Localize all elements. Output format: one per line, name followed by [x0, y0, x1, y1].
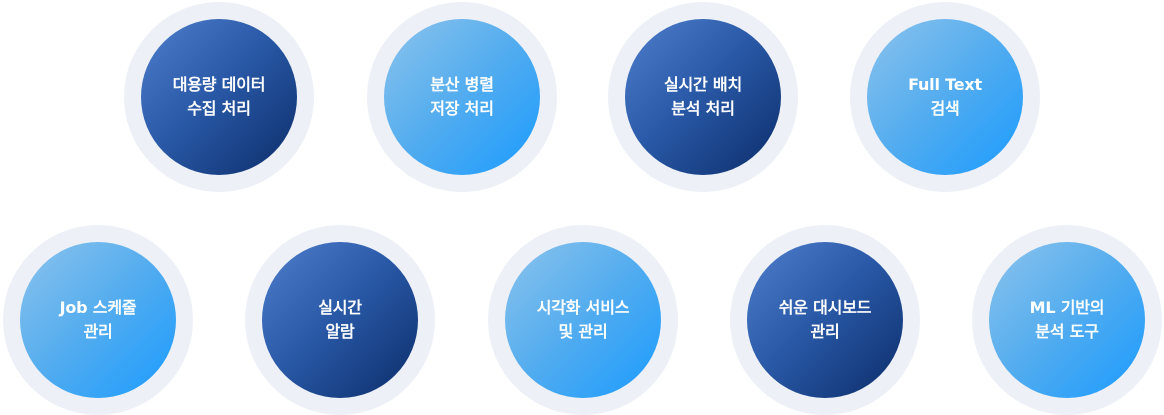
feature-circle: 실시간 알람	[262, 242, 418, 398]
feature-label-line-1: 시각화 서비스	[536, 298, 630, 317]
feature-label-line-1: 대용량 데이터	[172, 75, 266, 94]
feature-label-line-2: 분석 도구	[1035, 322, 1099, 341]
feature-label-line-1: 실시간	[318, 298, 362, 317]
feature-circle: 대용량 데이터 수집 처리	[141, 19, 297, 175]
feature-ml-analysis-tools: ML 기반의 분석 도구	[972, 225, 1162, 415]
feature-circle: 분산 병렬 저장 처리	[384, 19, 540, 175]
feature-circle: 쉬운 대시보드 관리	[747, 242, 903, 398]
feature-distributed-storage: 분산 병렬 저장 처리	[367, 2, 557, 192]
feature-label-line-1: Job 스케줄	[59, 298, 137, 317]
feature-label-line-2: 알람	[325, 322, 355, 341]
feature-circle: Job 스케줄 관리	[20, 242, 176, 398]
feature-label-line-1: 쉬운 대시보드	[778, 298, 872, 317]
feature-bulk-data-collection: 대용량 데이터 수집 처리	[124, 2, 314, 192]
feature-label-line-1: 분산 병렬	[430, 75, 494, 94]
feature-full-text-search: Full Text 검색	[850, 2, 1040, 192]
feature-easy-dashboard: 쉬운 대시보드 관리	[730, 225, 920, 415]
feature-visualization-service: 시각화 서비스 및 관리	[488, 225, 678, 415]
feature-circle: ML 기반의 분석 도구	[989, 242, 1145, 398]
feature-label-line-2: 수집 처리	[187, 99, 251, 118]
feature-realtime-batch-analysis: 실시간 배치 분석 처리	[608, 2, 798, 192]
feature-label-line-2: 분석 처리	[671, 99, 735, 118]
feature-label-line-2: 검색	[930, 99, 960, 118]
feature-label-line-2: 및 관리	[558, 322, 608, 341]
feature-label-line-1: Full Text	[908, 75, 982, 94]
feature-realtime-alarm: 실시간 알람	[245, 225, 435, 415]
feature-circle: 실시간 배치 분석 처리	[625, 19, 781, 175]
feature-label-line-1: 실시간 배치	[664, 75, 742, 94]
feature-label-line-2: 관리	[83, 322, 113, 341]
feature-circle: Full Text 검색	[867, 19, 1023, 175]
feature-label-line-2: 관리	[810, 322, 840, 341]
feature-job-schedule: Job 스케줄 관리	[3, 225, 193, 415]
feature-label-line-2: 저장 처리	[430, 99, 494, 118]
feature-label-line-1: ML 기반의	[1029, 298, 1105, 317]
feature-circle: 시각화 서비스 및 관리	[505, 242, 661, 398]
